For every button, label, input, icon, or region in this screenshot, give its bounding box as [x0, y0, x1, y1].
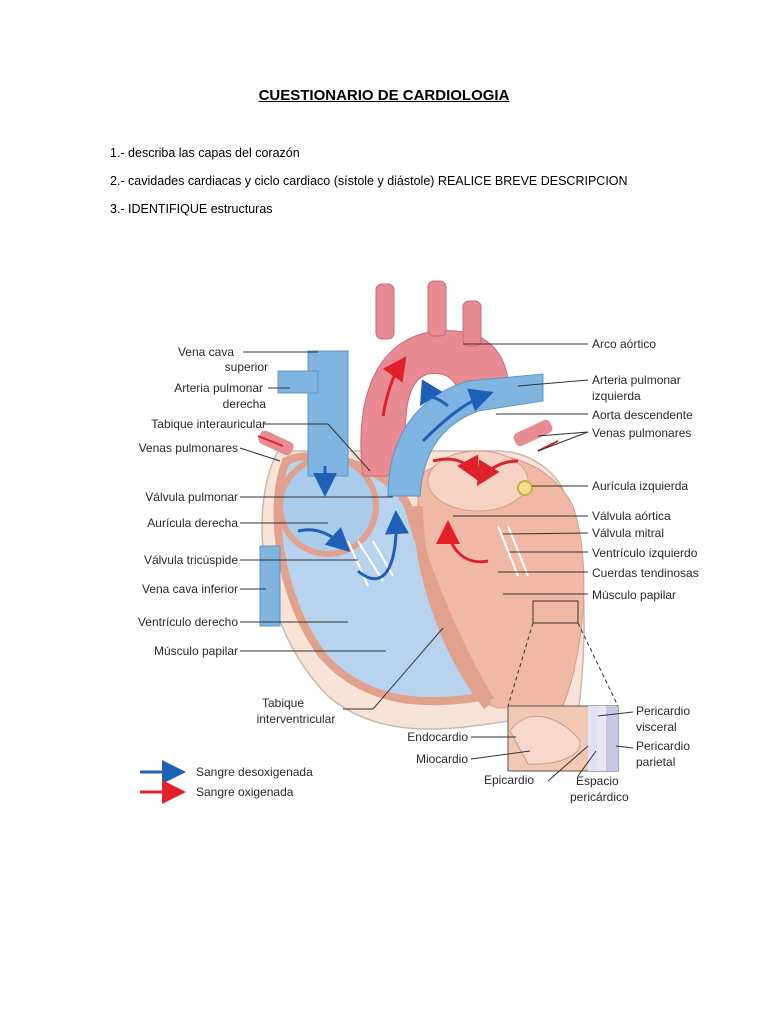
label-arteria-pulmonar-izquierda-2: izquierda — [592, 389, 641, 403]
label-epicardio: Epicardio — [484, 773, 534, 787]
label-musculo-papilar-right: Músculo papilar — [592, 588, 676, 602]
label-pericardio-parietal-2: parietal — [636, 755, 675, 769]
question-1: 1.- describa las capas del corazón — [110, 146, 300, 160]
label-espacio-pericardico-2: pericárdico — [570, 790, 629, 804]
label-valvula-mitral: Válvula mitral — [592, 526, 664, 540]
inferior-vena-cava — [259, 545, 281, 627]
label-aorta-descendente: Aorta descendente — [592, 408, 693, 422]
label-vena-cava-inferior: Vena cava inferior — [142, 582, 238, 596]
flow-arrow-lv — [436, 520, 489, 564]
flow-arrow-pv-left — [257, 435, 284, 447]
label-vena-cava-superior-2: superior — [225, 360, 268, 374]
label-tabique-interventricular: Tabique — [262, 696, 304, 710]
label-venas-pulmonares-right: Venas pulmonares — [592, 426, 691, 440]
label-espacio-pericardico: Espacio — [576, 774, 619, 788]
aortic-valve-marker — [517, 480, 533, 496]
heart-anatomy-diagram: Vena cava superior Arteria pulmonar dere… — [138, 280, 699, 804]
pulmonary-veins-right — [513, 419, 553, 447]
label-miocardio: Miocardio — [416, 752, 468, 766]
label-valvula-tricuspide: Válvula tricúspide — [144, 553, 238, 567]
aortic-branch-3 — [462, 300, 482, 347]
flow-arrow-rv-pulm — [357, 510, 409, 581]
label-musculo-papilar-left: Músculo papilar — [154, 644, 238, 658]
aortic-branch-2 — [427, 280, 447, 337]
flow-arrow-la-right — [476, 459, 519, 487]
inset-frame-small — [532, 600, 579, 624]
question-3: 3.- IDENTIFIQUE estructuras — [110, 202, 273, 216]
flow-arrow-aorta — [381, 356, 407, 417]
label-arteria-pulmonar-derecha-2: derecha — [223, 397, 267, 411]
label-auricula-izquierda: Aurícula izquierda — [592, 479, 688, 493]
legend-oxygenated: Sangre oxigenada — [196, 785, 294, 799]
flow-arrow-ra-rv — [297, 526, 351, 553]
label-cuerdas-tendinosas: Cuerdas tendinosas — [592, 566, 699, 580]
legend-deoxygenated: Sangre desoxigenada — [196, 765, 313, 779]
label-auricula-derecha: Aurícula derecha — [147, 516, 238, 530]
label-arco-aortico: Arco aórtico — [592, 337, 656, 351]
superior-vena-cava — [307, 350, 349, 477]
label-arteria-pulmonar-derecha: Arteria pulmonar — [174, 381, 263, 395]
question-2: 2.- cavidades cardiacas y ciclo cardiaco… — [110, 174, 628, 188]
flow-arrow-la-left — [432, 454, 479, 482]
label-arteria-pulmonar-izquierda: Arteria pulmonar — [592, 373, 681, 387]
label-tabique-interventricular-2: interventricular — [257, 712, 336, 726]
flow-arrow-pulm-left — [419, 379, 449, 408]
label-venas-pulmonares-left: Venas pulmonares — [139, 441, 238, 455]
label-ventriculo-derecho: Ventrículo derecho — [138, 615, 238, 629]
right-pulmonary-artery — [277, 370, 319, 394]
aortic-branch-1 — [375, 283, 395, 340]
interventricular-septum — [413, 505, 492, 710]
label-vena-cava-superior: Vena cava — [178, 345, 234, 359]
flow-arrow-pulm-out — [421, 388, 494, 443]
label-ventriculo-izquierdo: Ventrículo izquierdo — [592, 546, 698, 560]
wall-layers-inset — [507, 705, 619, 772]
page-title: CUESTIONARIO DE CARDIOLOGIA — [258, 87, 510, 104]
label-pericardio-parietal: Pericardio — [636, 739, 690, 753]
label-valvula-pulmonar: Válvula pulmonar — [145, 490, 238, 504]
label-tabique-interauricular: Tabique interauricular — [151, 417, 266, 431]
label-pericardio-visceral: Pericardio — [636, 704, 690, 718]
label-valvula-aortica: Válvula aórtica — [592, 509, 671, 523]
label-endocardio: Endocardio — [407, 730, 468, 744]
label-pericardio-visceral-2: visceral — [636, 720, 677, 734]
legend: Sangre desoxigenada Sangre oxigenada — [140, 760, 313, 804]
